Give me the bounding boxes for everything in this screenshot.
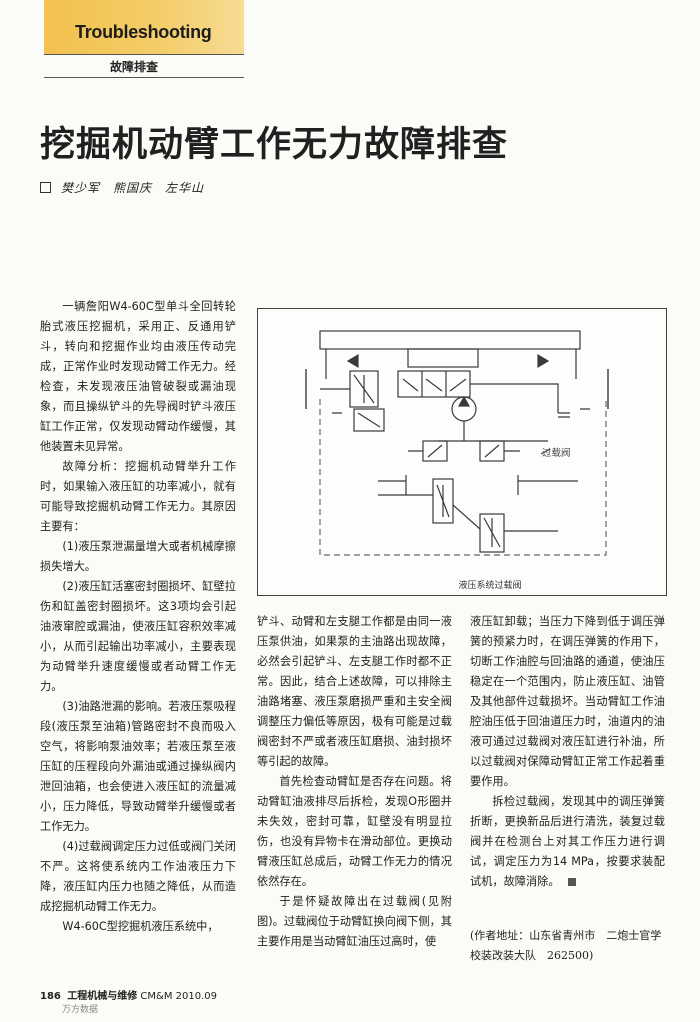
overload-valve-label: 过载阀 xyxy=(542,448,571,459)
figure-caption: 液压系统过载阀 xyxy=(458,581,522,591)
paragraph: 拆检过载阀，发现其中的调压弹簧折断，更换新品后进行清洗，装复过载阀并在检测台上对… xyxy=(470,792,665,892)
end-mark-icon xyxy=(567,878,576,886)
body-column-3: 液压缸卸载；当压力下降到低于调压弹簧的预紧力时，在调压弹簧的作用下，切断工作油腔… xyxy=(470,612,665,892)
author-box-icon xyxy=(40,182,51,193)
journal-issue: CM&M 2010.09 xyxy=(140,991,217,1002)
paragraph: 铲斗、动臂和左支腿工作都是由同一液压泵供油，如果泵的主油路出现故障，必然会引起铲… xyxy=(257,615,452,768)
article-authors: 樊少军 熊国庆 左华山 xyxy=(40,179,204,196)
page-footer: 186 工程机械与维修 CM&M 2010.09 xyxy=(40,987,217,1002)
section-divider-bottom xyxy=(44,77,244,78)
paragraph: 首先检查动臂缸是否存在问题。将动臂缸油液排尽后拆检，发现O形圈并未失效，密封可靠… xyxy=(257,775,452,888)
journal-name: 工程机械与维修 xyxy=(67,991,138,1002)
watermark: 万方数据 xyxy=(62,1005,99,1015)
paragraph: (2)液压缸活塞密封圈损坏、缸壁拉伤和缸盖密封圈损坏。这3项均会引起油液窜腔或漏… xyxy=(40,580,236,693)
paragraph: 故障分析：挖掘机动臂举升工作时，如果输入液压缸的功率减小，就有可能导致挖掘机动臂… xyxy=(40,460,236,533)
section-tab xyxy=(44,0,244,54)
section-divider xyxy=(44,54,244,55)
paragraph: 一辆詹阳W4-60C型单斗全回转轮胎式液压挖掘机，采用正、反通用铲斗，转向和挖掘… xyxy=(40,300,236,453)
article-title: 挖掘机动臂工作无力故障排查 xyxy=(40,125,509,165)
section-title-en: Troubleshooting xyxy=(75,22,212,42)
paragraph: 于是怀疑故障出在过载阀(见附图)。过载阀位于动臂缸换向阀下侧，其主要作用是当动臂… xyxy=(257,895,452,948)
author-address: (作者地址：山东省青州市 二炮士官学校装改装大队 262500) xyxy=(470,929,662,962)
page-number: 186 xyxy=(40,991,61,1002)
section-title-cn: 故障排查 xyxy=(110,60,159,74)
paragraph: (4)过载阀调定压力过低或阀门关闭不严。这将使系统内工作油液压力下降，液压缸内压… xyxy=(40,840,236,913)
hydraulic-figure xyxy=(257,308,667,596)
body-column-2: 铲斗、动臂和左支腿工作都是由同一液压泵供油，如果泵的主油路出现故障，必然会引起铲… xyxy=(257,612,452,952)
hydraulic-schematic xyxy=(305,330,609,556)
paragraph: W4-60C型挖掘机液压系统中， xyxy=(62,920,219,933)
paragraph: (1)液压泵泄漏量增大或者机械摩擦损失增大。 xyxy=(40,540,236,573)
paragraph: 液压缸卸载；当压力下降到低于调压弹簧的预紧力时，在调压弹簧的作用下，切断工作油腔… xyxy=(470,615,665,788)
body-column-1: 一辆詹阳W4-60C型单斗全回转轮胎式液压挖掘机，采用正、反通用铲斗，转向和挖掘… xyxy=(40,297,236,937)
paragraph-text: 拆检过载阀，发现其中的调压弹簧折断，更换新品后进行清洗，装复过载阀并在检测台上对… xyxy=(470,795,665,888)
author-names: 樊少军 熊国庆 左华山 xyxy=(61,181,205,195)
paragraph: (3)油路泄漏的影响。若液压泵吸程段(液压泵至油箱)管路密封不良而吸入空气，将影… xyxy=(40,700,236,833)
